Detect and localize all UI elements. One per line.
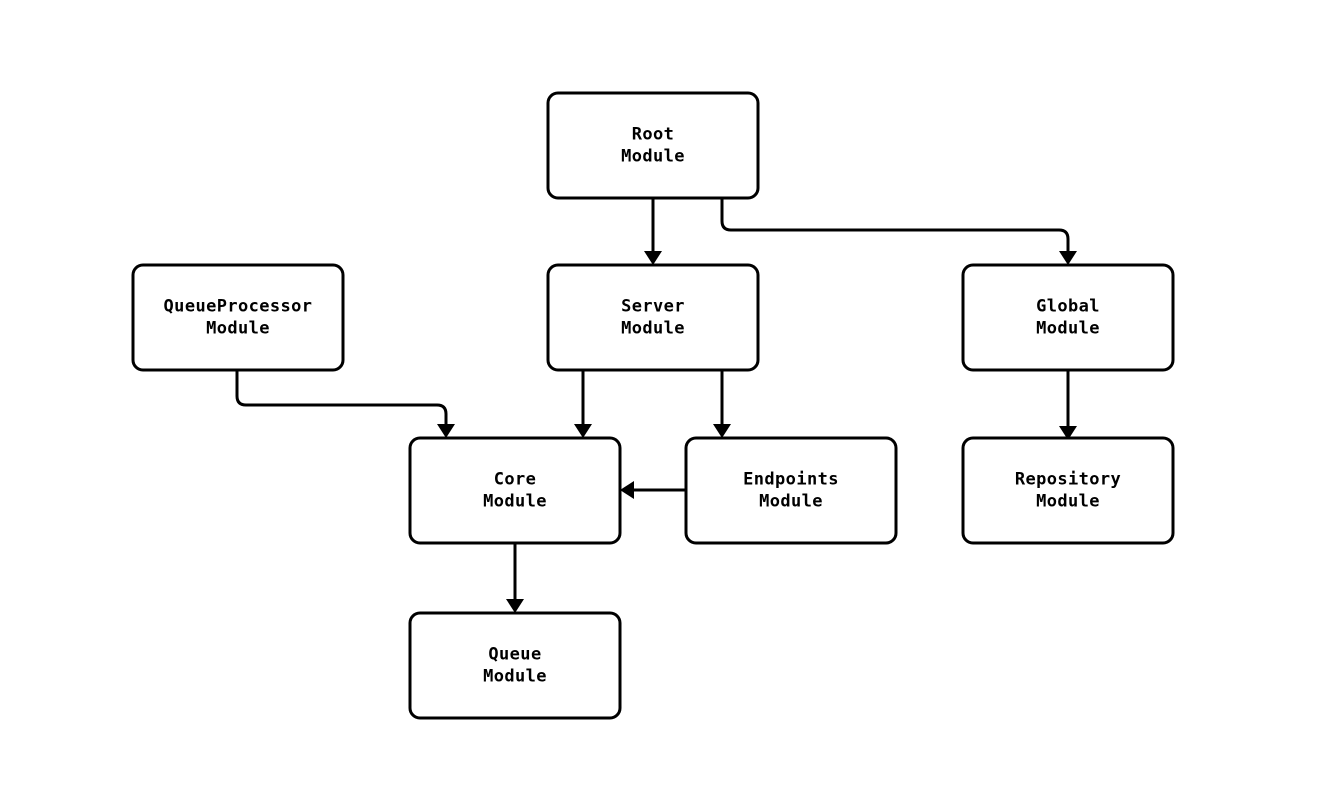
nodes-layer: RootModuleQueueProcessorModuleServerModu… (131, 91, 1175, 720)
edge-root-to-global-line (720, 198, 1070, 252)
global-module-node-label-line-1: Global (1036, 297, 1100, 317)
repository-module-node-label-line-1: Repository (1015, 470, 1121, 490)
edge-root-to-global-arrowhead (1059, 251, 1077, 265)
edge-server-to-endpoints (713, 370, 731, 438)
edge-global-to-repository (1059, 370, 1077, 440)
edge-root-to-server-arrowhead (644, 251, 662, 265)
root-module-node-label-line-1: Root (632, 125, 675, 145)
edges-layer (235, 198, 1077, 613)
edge-server-to-endpoints-arrowhead (713, 424, 731, 438)
edge-queueprocessor-to-core-arrowhead (437, 424, 455, 438)
repository-module-node-rect[interactable] (961, 436, 1175, 545)
server-module-node-label-line-2: Module (621, 319, 685, 339)
queue-module-node-rect[interactable] (408, 611, 622, 720)
edge-server-to-core-arrowhead (574, 424, 592, 438)
server-module-node-label-line-1: Server (621, 297, 685, 317)
server-module-node-rect[interactable] (546, 263, 760, 372)
edge-core-to-queue-arrowhead (506, 599, 524, 613)
edge-queueprocessor-to-core (235, 370, 455, 438)
queueprocessor-module-node-rect[interactable] (131, 263, 345, 372)
edge-endpoints-to-core (620, 481, 686, 499)
root-module-node-label-line-2: Module (621, 147, 685, 167)
endpoints-module-node-label-line-2: Module (759, 492, 823, 512)
edge-server-to-core (574, 370, 592, 438)
queueprocessor-module-node-label-line-1: QueueProcessor (164, 297, 313, 317)
global-module-node-label-line-2: Module (1036, 319, 1100, 339)
global-module-node-rect[interactable] (961, 263, 1175, 372)
edge-queueprocessor-to-core-line (235, 370, 448, 425)
endpoints-module-node-label-line-1: Endpoints (743, 470, 839, 490)
repository-module-node-label-line-2: Module (1036, 492, 1100, 512)
edge-root-to-server (644, 198, 662, 265)
core-module-node-rect[interactable] (408, 436, 622, 545)
edge-endpoints-to-core-arrowhead (620, 481, 634, 499)
edge-core-to-queue (506, 543, 524, 613)
core-module-node-label-line-2: Module (483, 492, 547, 512)
endpoints-module-node-rect[interactable] (684, 436, 898, 545)
core-module-node-label-line-1: Core (494, 470, 537, 490)
edge-root-to-global (720, 198, 1077, 265)
queueprocessor-module-node-label-line-2: Module (206, 319, 270, 339)
edge-global-to-repository-arrowhead (1059, 426, 1077, 440)
root-module-node-rect[interactable] (546, 91, 760, 200)
queue-module-node-label-line-1: Queue (488, 645, 541, 665)
queue-module-node-label-line-2: Module (483, 667, 547, 687)
